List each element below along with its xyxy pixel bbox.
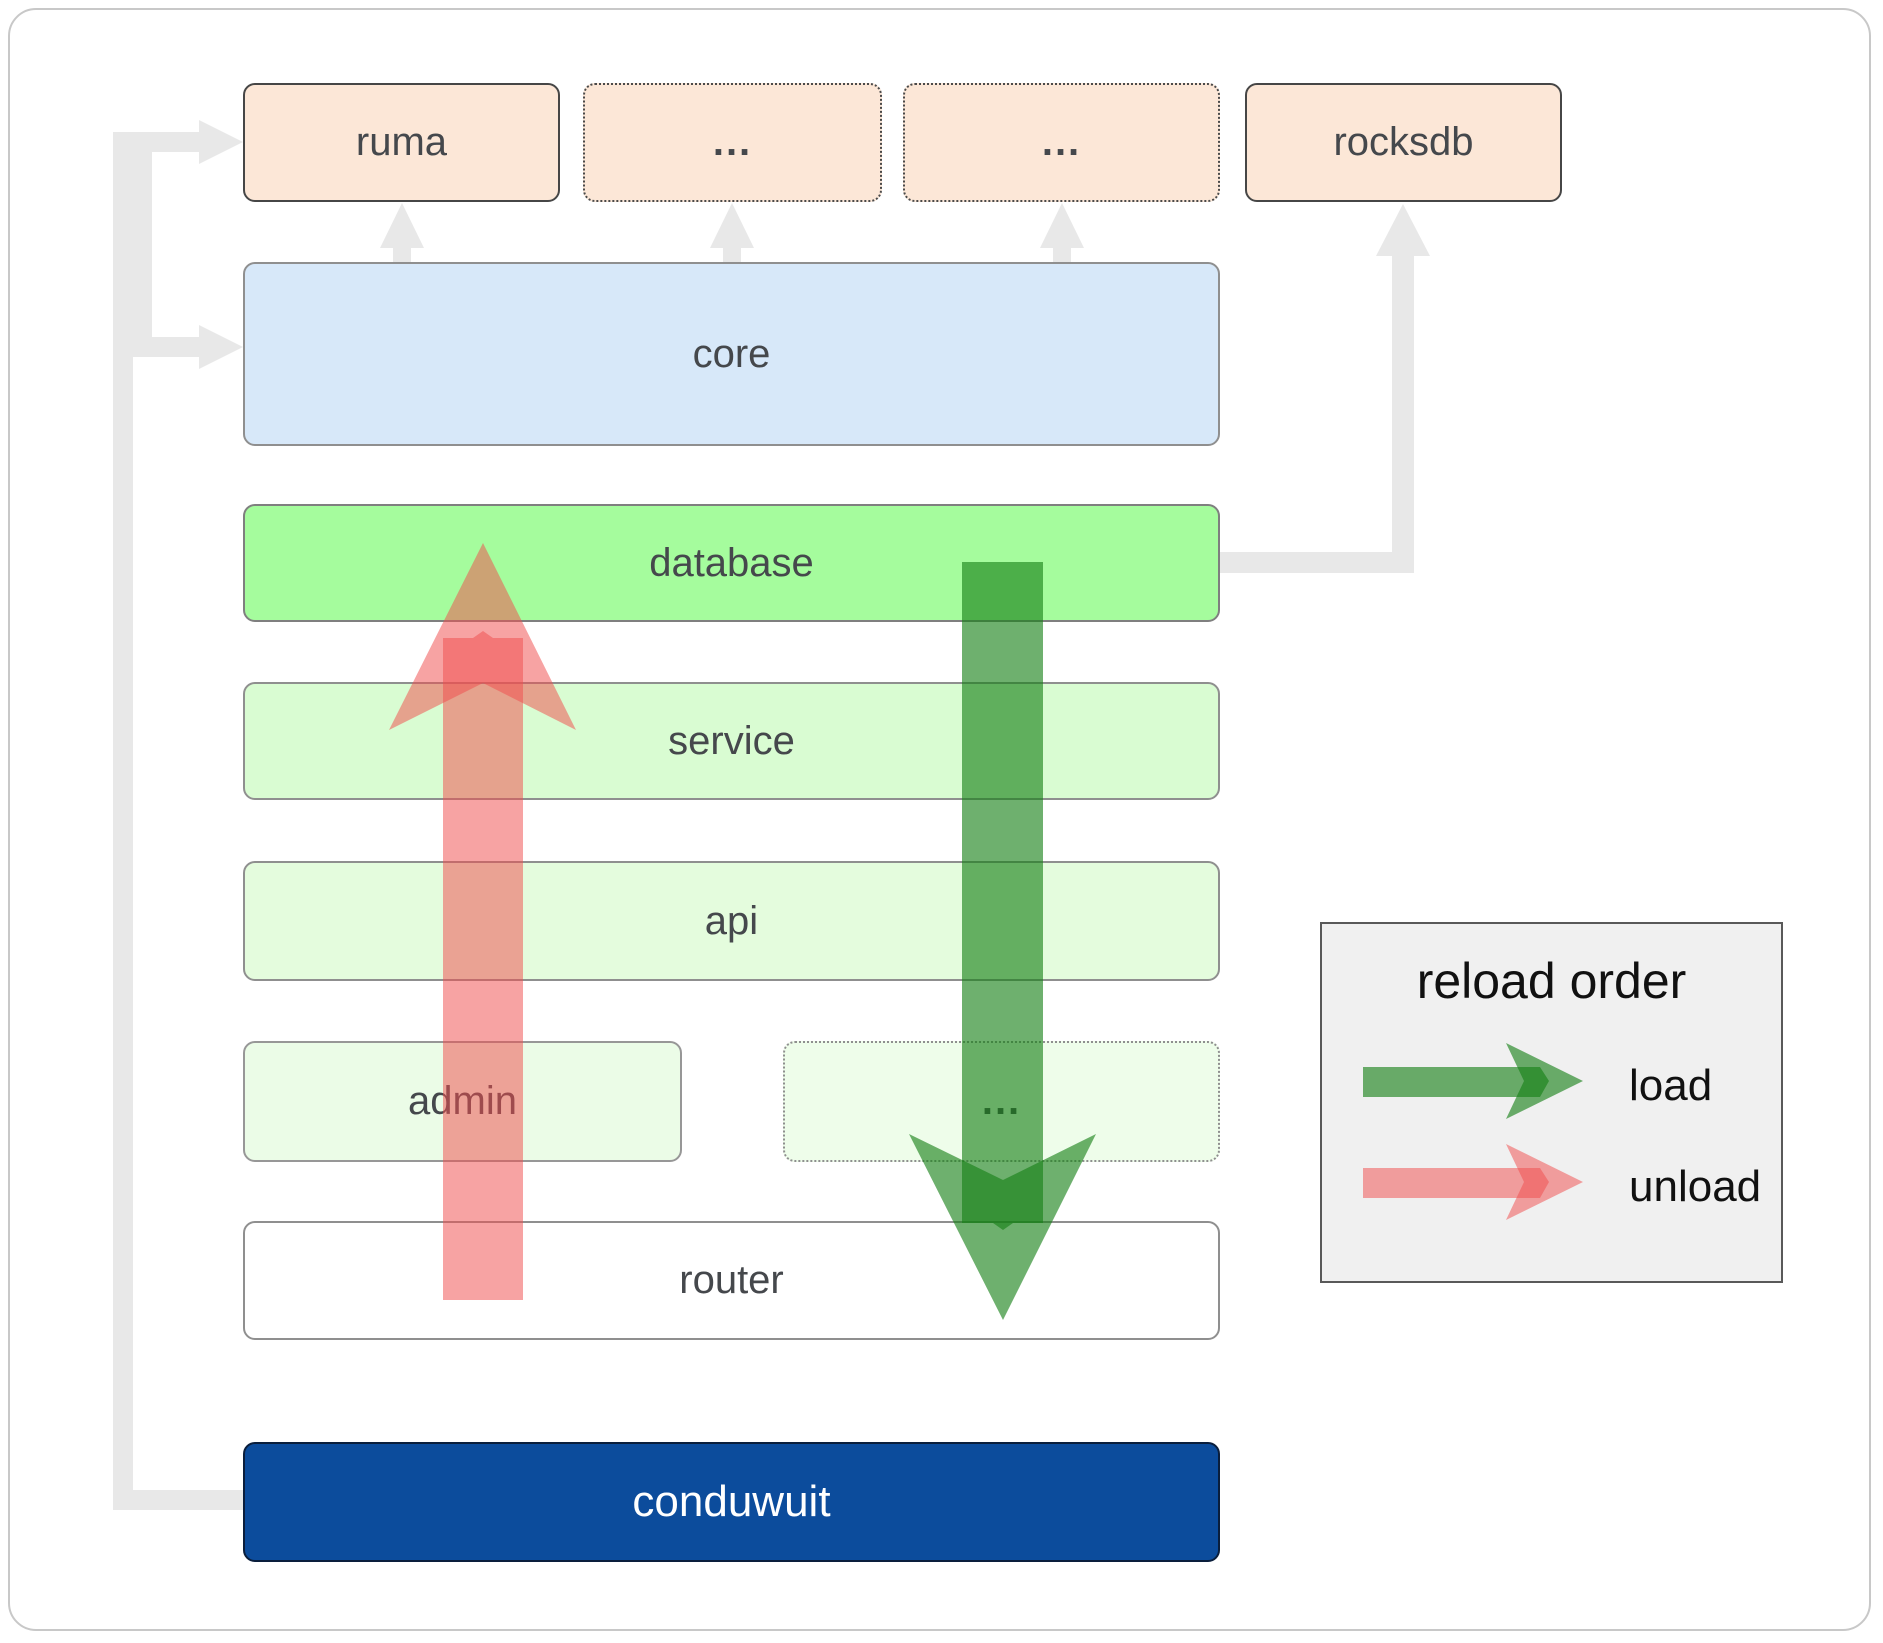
- node-conduwuit: conduwuit: [243, 1442, 1220, 1562]
- diagram-outer-frame: [8, 8, 1871, 1631]
- node-ellipsis-1-label: ...: [712, 120, 753, 164]
- legend-load-label: load: [1629, 1061, 1713, 1110]
- node-ellipsis-2: ...: [903, 83, 1220, 202]
- node-ellipsis-2-label: ...: [1041, 120, 1082, 164]
- node-rocksdb: rocksdb: [1245, 83, 1562, 202]
- layer-database-label: database: [649, 540, 814, 585]
- node-admin-ellipsis: ...: [783, 1041, 1220, 1162]
- node-ruma: ruma: [243, 83, 560, 202]
- layer-core: core: [243, 262, 1220, 446]
- layer-api-label: api: [704, 898, 759, 943]
- node-conduwuit-label: conduwuit: [632, 1477, 831, 1526]
- layer-router-label: router: [679, 1258, 784, 1302]
- node-ruma-label: ruma: [355, 120, 448, 164]
- layer-service: service: [243, 682, 1220, 800]
- node-admin: admin: [243, 1041, 682, 1162]
- legend-panel: reload order load unload: [1320, 922, 1783, 1283]
- legend-unload-label: unload: [1629, 1162, 1762, 1211]
- layer-database: database: [243, 504, 1220, 622]
- node-ellipsis-1: ...: [583, 83, 882, 202]
- layer-api: api: [243, 861, 1220, 981]
- layer-core-label: core: [692, 331, 771, 376]
- legend-title: reload order: [1416, 953, 1687, 1009]
- node-admin-label: admin: [408, 1079, 517, 1123]
- node-admin-ellipsis-label: ...: [981, 1079, 1022, 1123]
- layer-service-label: service: [668, 718, 795, 763]
- node-rocksdb-label: rocksdb: [1333, 120, 1474, 164]
- layer-router: router: [243, 1221, 1220, 1340]
